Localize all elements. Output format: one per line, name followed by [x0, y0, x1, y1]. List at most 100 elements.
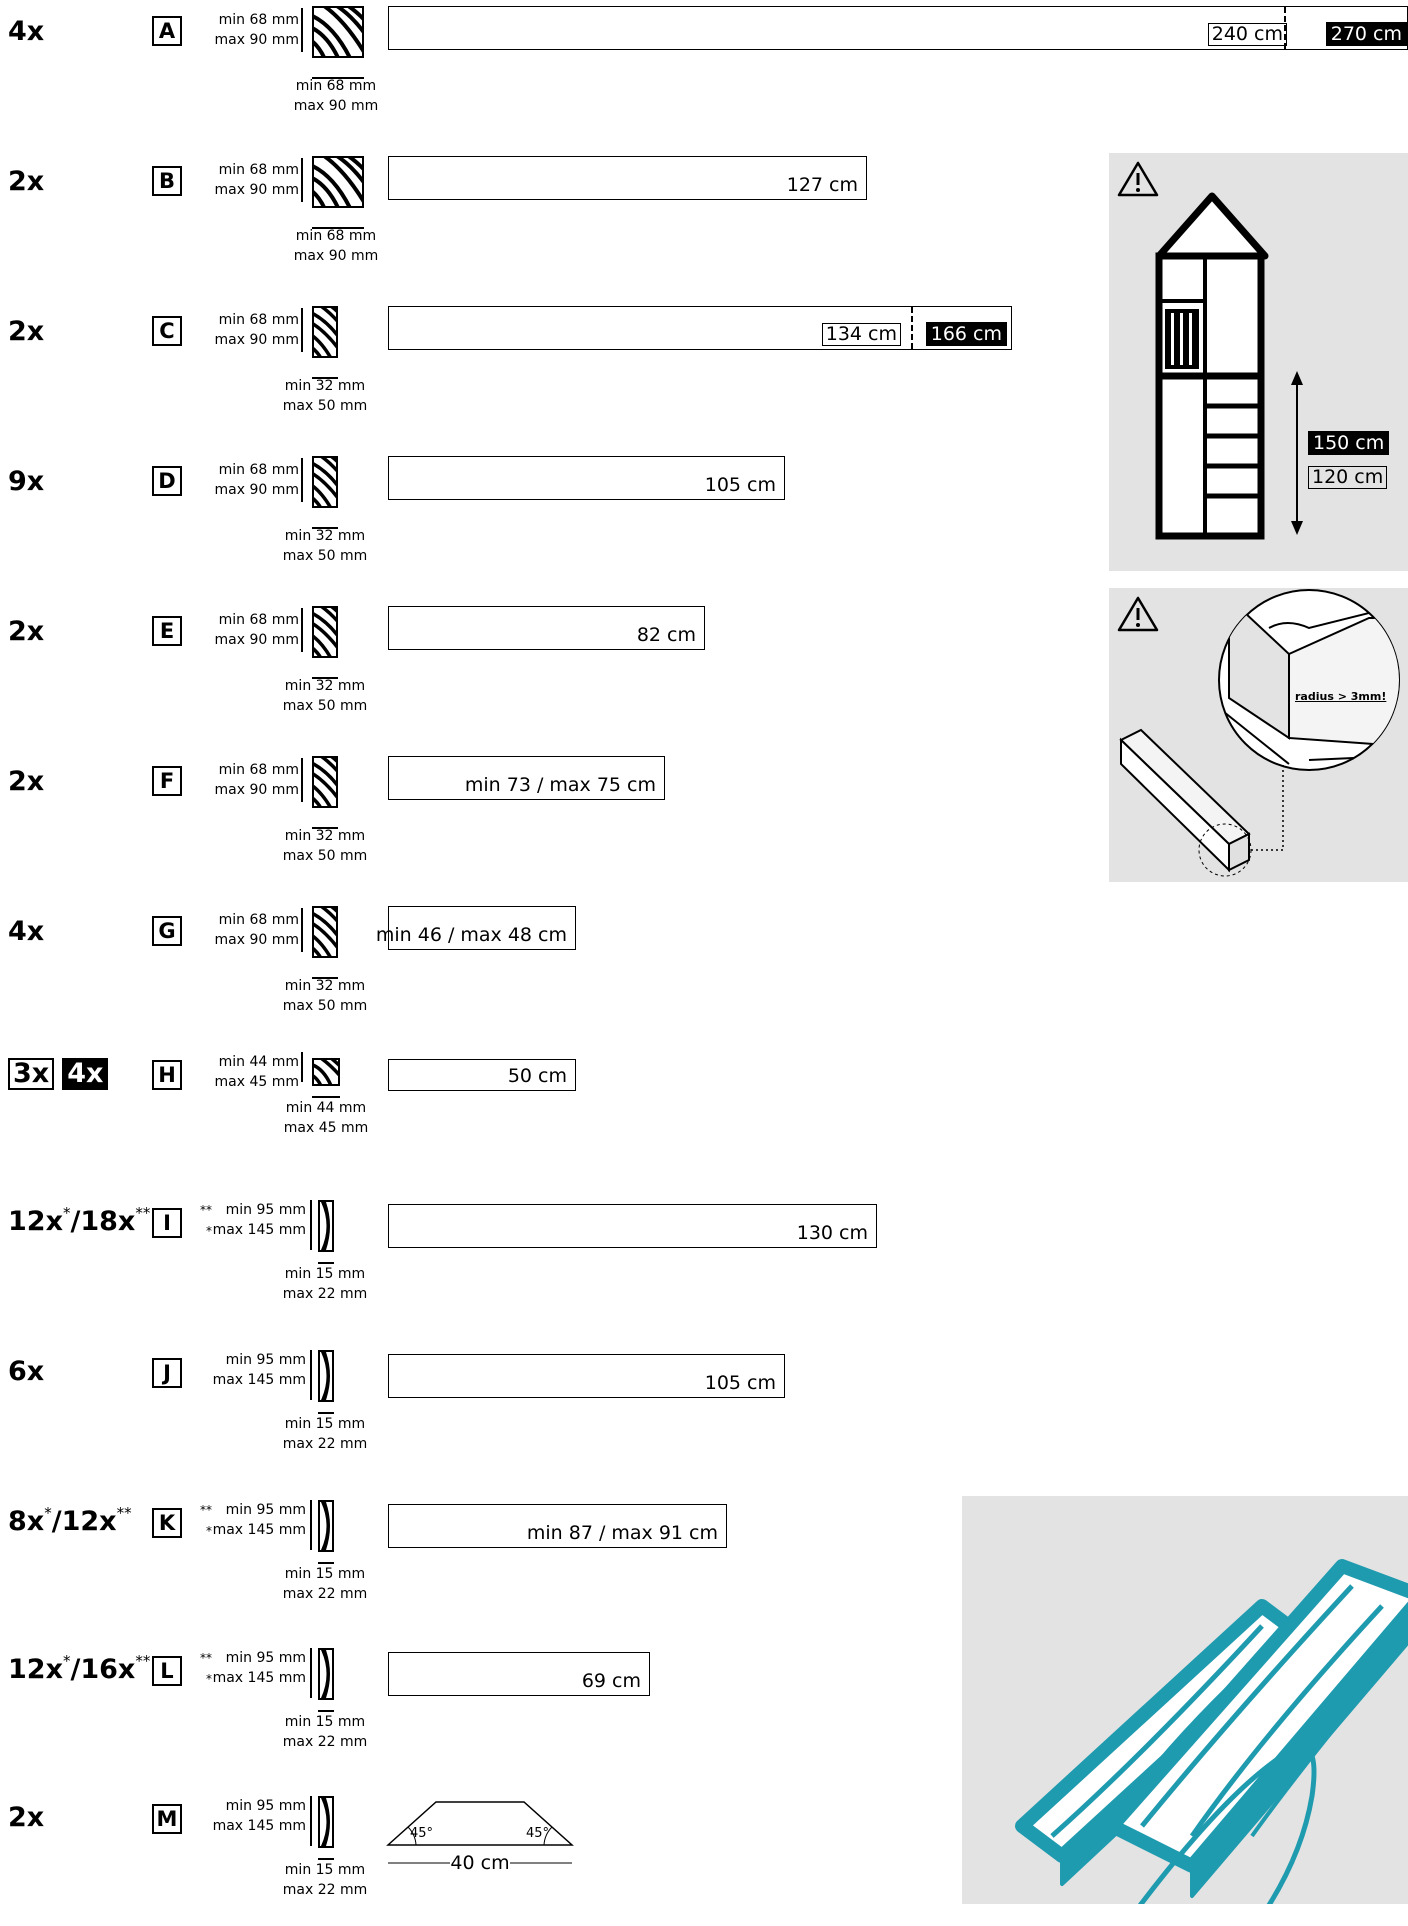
- quantity: 2x: [8, 616, 45, 647]
- beam-icon: [1119, 728, 1284, 877]
- playtower-icon: [1155, 192, 1269, 540]
- dimension-line: [310, 1200, 312, 1250]
- board-length-bar: 82 cm: [388, 606, 705, 650]
- footnote-markers: ***: [200, 1651, 212, 1686]
- dimension-line: [310, 1350, 312, 1400]
- dimension-line: [318, 1858, 334, 1860]
- dimension-line: [312, 227, 364, 229]
- quantity: 12x*/16x**: [8, 1652, 151, 1685]
- board-length: 69 cm: [581, 1670, 641, 1692]
- dimension-line: [312, 977, 338, 979]
- quantity: 2x: [8, 766, 45, 797]
- dimension-line: [301, 608, 303, 652]
- dimension-line: [301, 1052, 303, 1082]
- wood-cross-section-icon: [318, 1500, 334, 1552]
- dimension-line: [318, 1710, 334, 1712]
- dimension-line: [301, 308, 303, 352]
- wood-cross-section-icon: [312, 456, 338, 508]
- dimension-line: [318, 1262, 334, 1264]
- magnified-corner-icon: [1218, 589, 1400, 771]
- height-tag-outline: 120 cm: [1308, 466, 1388, 489]
- board-length-bar: 130 cm: [388, 1204, 877, 1248]
- wood-cross-section-icon: [312, 1058, 340, 1086]
- wood-cross-section-icon: [312, 156, 364, 208]
- wood-cross-section-icon: [318, 1200, 334, 1252]
- quantity: 8x*/12x**: [8, 1504, 132, 1537]
- dimension-line: [312, 827, 338, 829]
- quantity: 2x: [8, 166, 45, 197]
- board-length-bar: 105 cm: [388, 456, 785, 500]
- part-letter: B: [152, 166, 182, 196]
- part-letter: J: [152, 1358, 182, 1388]
- height-tag-filled: 150 cm: [1308, 431, 1390, 455]
- wood-cross-section-icon: [318, 1796, 334, 1848]
- wood-cross-section-icon: [312, 606, 338, 658]
- wood-cross-section-icon: [318, 1350, 334, 1402]
- board-length: 105 cm: [704, 474, 776, 496]
- wood-cross-section-icon: [312, 906, 338, 958]
- board-length-bar: 134 cm 166 cm: [388, 306, 1012, 350]
- angle-label-left: 45°: [410, 1826, 434, 1841]
- dimension-line: [301, 158, 303, 202]
- dimension-line: [310, 1500, 312, 1550]
- dimension-line: [318, 1412, 334, 1414]
- dimension-line: [318, 1562, 334, 1564]
- part-letter: H: [152, 1060, 182, 1090]
- dimension-line: [301, 758, 303, 802]
- cut-line: [1284, 7, 1286, 49]
- quantity: 12x*/18x**: [8, 1204, 151, 1237]
- wood-cross-section-icon: [312, 306, 338, 358]
- part-letter: E: [152, 616, 182, 646]
- quantity: 6x: [8, 1356, 45, 1387]
- angle-label-right: 45°: [526, 1826, 550, 1841]
- height-arrow-icon: [1291, 371, 1303, 535]
- board-length-bar: 127 cm: [388, 156, 867, 200]
- warning-triangle-icon: [1117, 161, 1159, 197]
- part-letter: K: [152, 1508, 182, 1538]
- board-length: min 73 / max 75 cm: [464, 774, 656, 796]
- mitre-cut-diagram: 45° 45° 40 cm: [386, 1796, 576, 1876]
- board-length: 127 cm: [786, 174, 858, 196]
- wood-cross-section-icon: [312, 6, 364, 58]
- dimension-line: [312, 77, 364, 79]
- board-length: min 46 / max 48 cm: [375, 924, 567, 946]
- part-letter: G: [152, 916, 182, 946]
- board-length-bar: min 46 / max 48 cm: [376, 906, 576, 950]
- length-tag-outline: 134 cm: [821, 323, 901, 346]
- quantity: 2x: [8, 1802, 45, 1833]
- board-length-bar: 50 cm: [388, 1059, 576, 1091]
- part-letter: I: [152, 1208, 182, 1238]
- board-length: 130 cm: [796, 1222, 868, 1244]
- wood-cross-section-icon: [318, 1648, 334, 1700]
- quantity-option-a: 3x: [8, 1058, 55, 1090]
- dimension-line: [310, 1796, 312, 1846]
- board-length: 105 cm: [704, 1372, 776, 1394]
- dimension-line: [310, 1648, 312, 1698]
- tower-height-panel: 150 cm 120 cm: [1109, 153, 1408, 571]
